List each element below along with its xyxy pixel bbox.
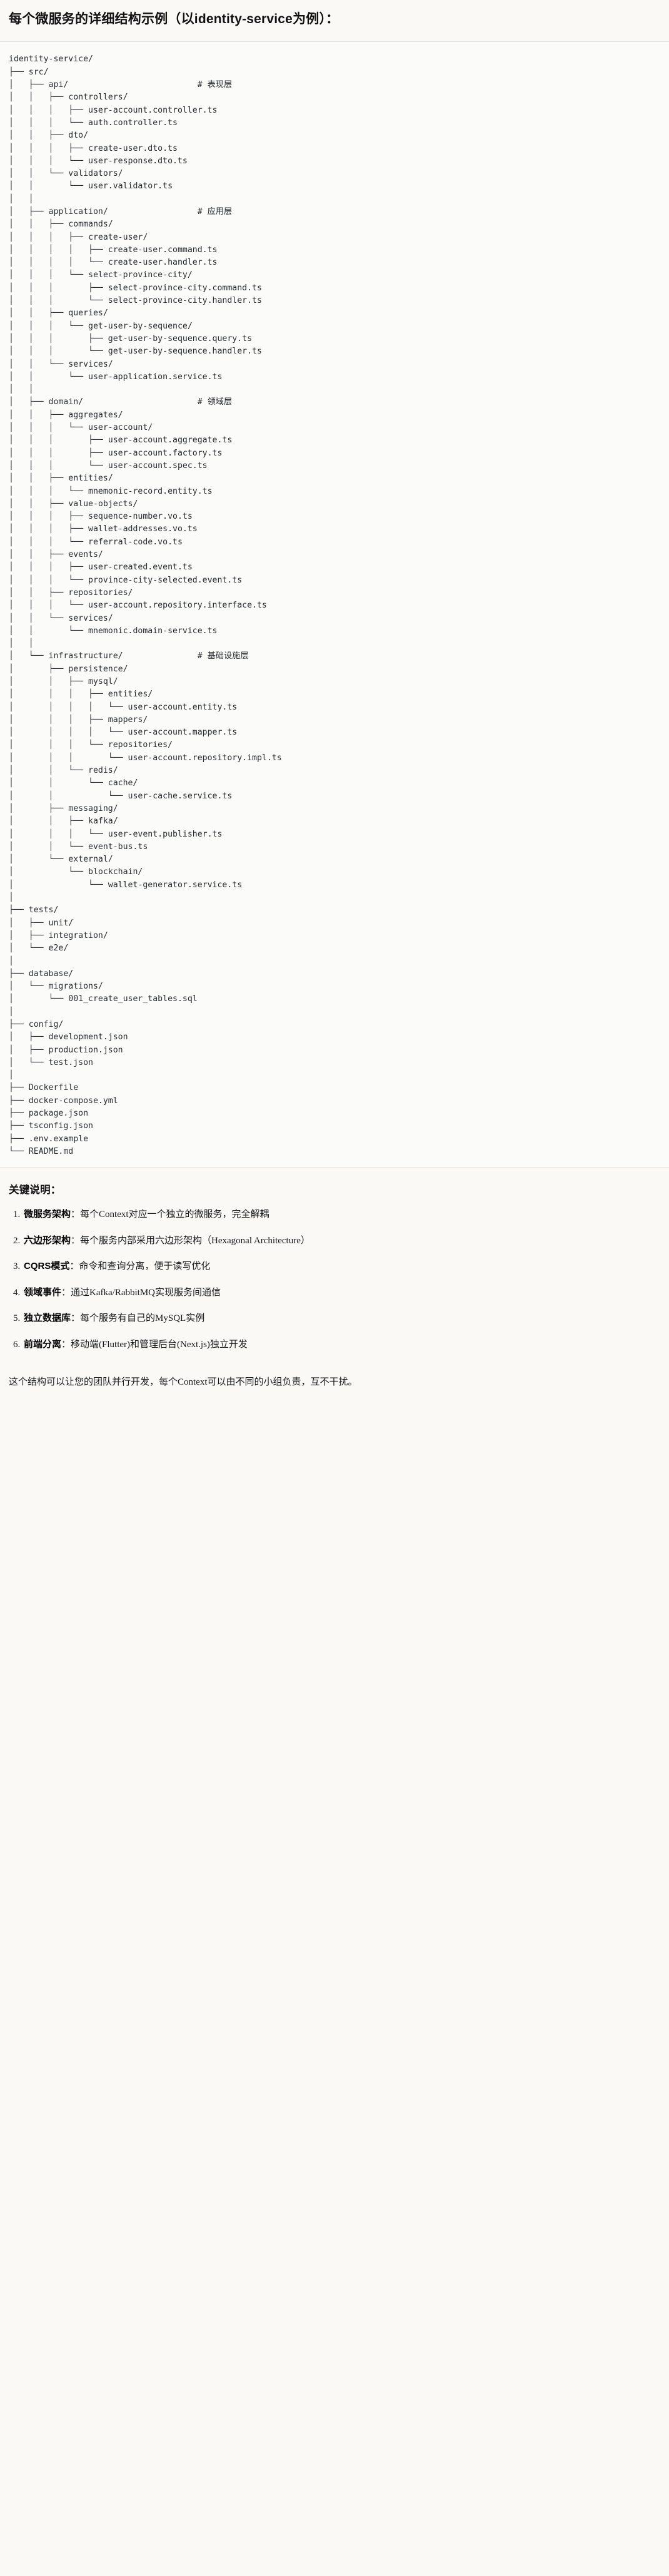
- note-term: 领域事件: [24, 1286, 62, 1298]
- directory-tree: identity-service/ ├── src/ │ ├── api/ # …: [9, 54, 282, 1156]
- list-item: 六边形架构：每个服务内部采用六边形架构（Hexagonal Architectu…: [23, 1234, 660, 1248]
- list-item: CQRS模式：命令和查询分离，便于读写优化: [23, 1260, 660, 1274]
- note-description: ：每个服务内部采用六边形架构（Hexagonal Architecture）: [71, 1235, 310, 1246]
- divider-bottom: [0, 1167, 669, 1168]
- list-item: 前端分离：移动端(Flutter)和管理后台(Next.js)独立开发: [23, 1338, 660, 1352]
- list-item: 领域事件：通过Kafka/RabbitMQ实现服务间通信: [23, 1286, 660, 1300]
- list-item: 独立数据库：每个服务有自己的MySQL实例: [23, 1311, 660, 1326]
- note-description: ：移动端(Flutter)和管理后台(Next.js)独立开发: [61, 1339, 248, 1350]
- document-page: 每个微服务的详细结构示例（以identity-service为例）： ident…: [0, 0, 669, 1402]
- note-description: ：每个Context对应一个独立的微服务，完全解耦: [71, 1209, 269, 1220]
- key-notes-title: 关键说明：: [9, 1184, 61, 1196]
- note-description: ：每个服务有自己的MySQL实例: [71, 1313, 205, 1324]
- note-term: 前端分离: [24, 1338, 62, 1350]
- note-description: ：通过Kafka/RabbitMQ实现服务间通信: [61, 1287, 221, 1298]
- key-notes-section: 关键说明： 微服务架构：每个Context对应一个独立的微服务，完全解耦 六边形…: [0, 1168, 669, 1369]
- page-title: 每个微服务的详细结构示例（以identity-service为例）：: [9, 12, 340, 26]
- directory-tree-block: identity-service/ ├── src/ │ ├── api/ # …: [0, 42, 669, 1168]
- closing-paragraph: 这个结构可以让您的团队并行开发，每个Context可以由不同的小组负责，互不干扰…: [9, 1377, 358, 1388]
- note-description: ：命令和查询分离，便于读写优化: [69, 1261, 211, 1272]
- note-term: 六边形架构: [24, 1235, 71, 1246]
- note-term: 独立数据库: [24, 1313, 71, 1324]
- key-notes-list: 微服务架构：每个Context对应一个独立的微服务，完全解耦 六边形架构：每个服…: [9, 1208, 660, 1352]
- note-term: CQRS模式: [24, 1261, 70, 1272]
- divider-top: [0, 41, 669, 43]
- list-item: 微服务架构：每个Context对应一个独立的微服务，完全解耦: [23, 1208, 660, 1222]
- note-term: 微服务架构: [24, 1209, 71, 1220]
